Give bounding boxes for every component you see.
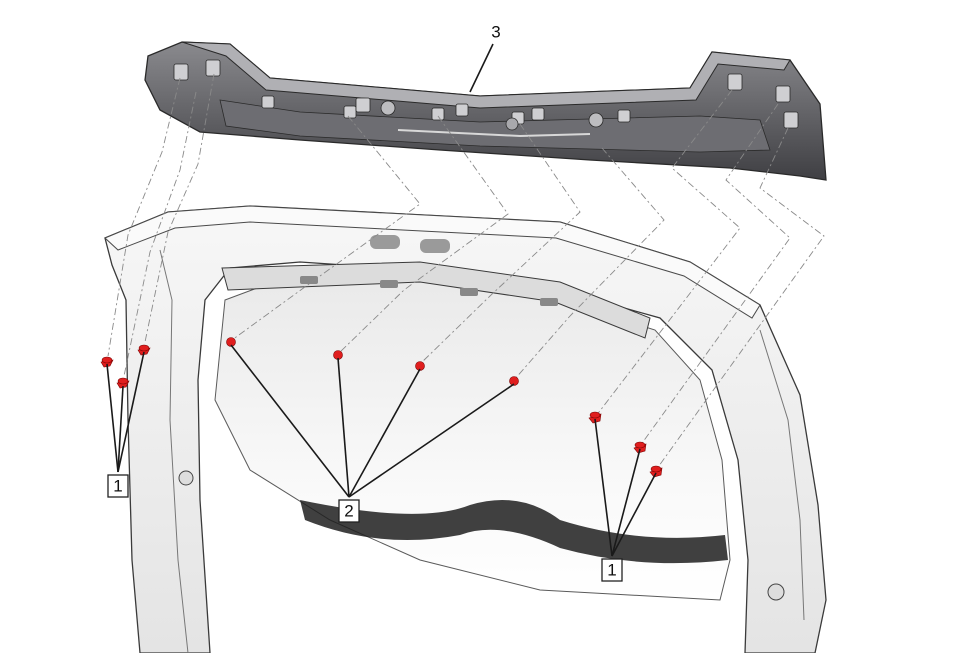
- boss: [343, 105, 357, 119]
- callout-box: [338, 499, 360, 523]
- glass-lower-edge: [300, 500, 728, 564]
- callout-label: 1: [607, 561, 616, 580]
- boss: [775, 85, 791, 103]
- alignment-line: [513, 147, 665, 381]
- washer-tube: [397, 129, 591, 138]
- alignment-line: [123, 91, 197, 377]
- spoiler-channel: [219, 99, 771, 153]
- boss: [727, 73, 743, 91]
- leader-line: [117, 351, 145, 473]
- rail-slot: [300, 276, 318, 284]
- callout-nuts: 2: [338, 499, 360, 523]
- gate-opening: [370, 235, 400, 249]
- boss: [455, 103, 469, 117]
- clip-icon[interactable]: [100, 356, 114, 368]
- alignment-line: [655, 127, 825, 471]
- clip-icon[interactable]: [649, 465, 663, 478]
- leader-lines: [106, 43, 657, 557]
- callout-fasteners-left: 1: [107, 474, 129, 498]
- right-stop: [767, 583, 785, 601]
- alignment-line: [337, 115, 509, 355]
- callout-label: 3: [491, 23, 500, 42]
- liftgate: [104, 205, 827, 653]
- spoiler-upper-edge: [181, 41, 791, 109]
- nut-icon[interactable]: [226, 337, 236, 347]
- boss: [261, 95, 275, 109]
- gate-opening: [420, 239, 450, 253]
- leader-line: [348, 368, 421, 498]
- boss: [431, 107, 445, 121]
- spoiler: [144, 41, 827, 181]
- alignment-line: [639, 103, 791, 447]
- spoiler-round-boss: [380, 100, 396, 116]
- alignment-line: [144, 73, 215, 343]
- leader-line: [230, 344, 350, 498]
- leader-line: [611, 448, 641, 557]
- callout-spoiler: 3: [491, 23, 500, 42]
- rail-slot: [540, 298, 558, 306]
- fasteners: [100, 337, 663, 478]
- boss: [205, 59, 221, 77]
- boss: [173, 63, 189, 81]
- leader-line: [337, 357, 350, 498]
- clip-icon[interactable]: [116, 377, 130, 389]
- nut-icon[interactable]: [509, 376, 519, 386]
- leader-line: [611, 472, 657, 557]
- alignment-lines: [107, 73, 825, 471]
- boss: [617, 109, 631, 123]
- spoiler-bosses: [173, 59, 799, 129]
- leader-line: [117, 385, 124, 473]
- right-pillar-edge: [759, 329, 805, 621]
- clip-icon[interactable]: [137, 344, 151, 356]
- liftgate-top-rim: [104, 205, 761, 319]
- alignment-line: [595, 89, 741, 417]
- clip-icon[interactable]: [588, 411, 602, 424]
- boss: [783, 111, 799, 129]
- callout-label: 1: [113, 477, 122, 496]
- callout-fasteners-right: 1: [601, 558, 623, 582]
- left-pillar-edge: [159, 249, 189, 653]
- boss: [531, 107, 545, 121]
- rail-slot: [460, 288, 478, 296]
- left-stop: [178, 470, 194, 486]
- leader-line: [594, 418, 613, 557]
- leader-line: [469, 43, 494, 93]
- rail-slot: [380, 280, 398, 288]
- alignment-line: [231, 115, 421, 341]
- clip-icon[interactable]: [633, 441, 647, 454]
- callout-box: [107, 474, 129, 498]
- leader-line: [106, 363, 119, 473]
- alignment-line: [107, 77, 181, 357]
- leader-line: [348, 383, 515, 498]
- callout-label: 2: [344, 502, 353, 521]
- spoiler-round-boss: [588, 112, 604, 128]
- washer-nozzle: [505, 117, 519, 131]
- boss: [355, 97, 371, 113]
- mounting-rail: [221, 261, 651, 339]
- alignment-line: [419, 123, 581, 365]
- callout-box: [601, 558, 623, 582]
